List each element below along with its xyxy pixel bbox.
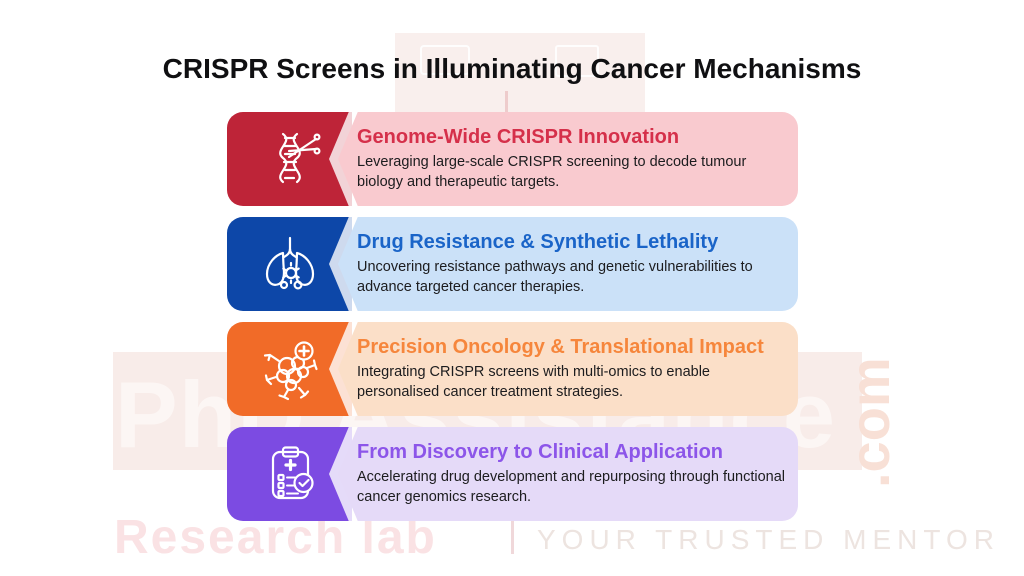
card-description: Leveraging large-scale CRISPR screening …: [357, 154, 747, 190]
card-title: Genome-Wide CRISPR Innovation: [357, 126, 680, 148]
watermark-divider: [511, 516, 514, 554]
card-genome-wide-crispr: Genome-Wide CRISPR Innovation Leveraging…: [227, 112, 798, 206]
card-title: From Discovery to Clinical Application: [357, 441, 723, 463]
card-title: Drug Resistance & Synthetic Lethality: [357, 231, 719, 253]
card-panel: [378, 112, 798, 206]
card-title: Precision Oncology & Translational Impac…: [357, 336, 764, 358]
card-content: Genome-Wide CRISPR Innovation Leveraging…: [357, 112, 786, 206]
card-content: Precision Oncology & Translational Impac…: [357, 322, 786, 416]
watermark-tagline: YOUR TRUSTED MENTOR: [537, 524, 1000, 555]
card-panel: [378, 217, 798, 311]
page-title: CRISPR Screens in Illuminating Cancer Me…: [162, 53, 862, 84]
card-content: From Discovery to Clinical Application A…: [357, 427, 786, 521]
lungs-cancer-icon: [265, 236, 314, 290]
card-panel: [378, 322, 798, 416]
card-content: Drug Resistance & Synthetic Lethality Un…: [357, 217, 786, 311]
card-drug-resistance: Drug Resistance & Synthetic Lethality Un…: [227, 217, 798, 311]
dna-scissors-icon: [278, 132, 320, 184]
open-book-icon: [420, 45, 470, 75]
clipboard-checklist-icon: [271, 446, 314, 500]
certificate-icon: [555, 45, 599, 77]
card-precision-oncology: Precision Oncology & Translational Impac…: [227, 322, 798, 416]
watermark-domain: .com: [838, 357, 901, 488]
tumor-cells-icon: [263, 341, 318, 401]
background-watermark-logo: [395, 33, 645, 112]
watermark-logo-stem: [505, 91, 508, 112]
card-description: Accelerating drug development and repurp…: [357, 469, 786, 505]
card-description: Integrating CRISPR screens with multi-om…: [357, 364, 710, 400]
card-panel: [378, 427, 798, 521]
card-description: Uncovering resistance pathways and genet…: [357, 259, 753, 295]
card-discovery-to-clinical: From Discovery to Clinical Application A…: [227, 427, 798, 521]
